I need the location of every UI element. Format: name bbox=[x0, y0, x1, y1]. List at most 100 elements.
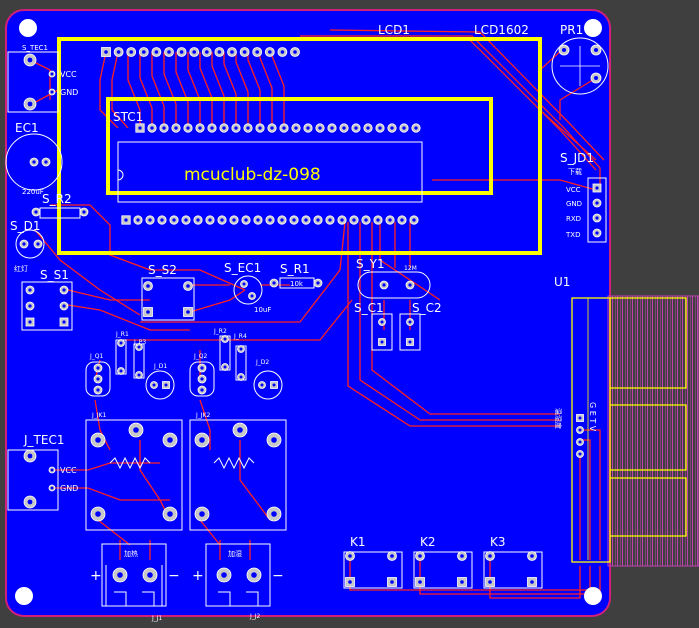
s-jd1-pad-drill bbox=[595, 231, 599, 235]
s-s1-pad-drill bbox=[62, 288, 66, 292]
k1-pad-drill bbox=[390, 580, 394, 584]
s-c2-pad-drill bbox=[408, 320, 412, 324]
lcd1-pad-drill bbox=[116, 50, 121, 54]
j-jk1-pad-drill bbox=[133, 427, 139, 433]
label-s-tec1-vcc: VCC bbox=[60, 70, 77, 79]
stc1-pad-drill bbox=[174, 126, 178, 130]
label-ec1-value: 220uF bbox=[22, 188, 44, 196]
s-jd1-body bbox=[587, 177, 607, 243]
s-jd1-pad-drill bbox=[595, 201, 599, 205]
label-j-j2: J_J2 bbox=[249, 613, 261, 620]
stc1-pad-drill bbox=[222, 126, 226, 130]
label-u1: U1 bbox=[554, 275, 570, 289]
lcd1-pad-drill bbox=[129, 50, 133, 54]
lcd-window-outline bbox=[106, 97, 493, 195]
label-lcd1: LCD1 bbox=[378, 23, 410, 37]
stc1-pad-drill bbox=[162, 126, 166, 130]
u1-body bbox=[571, 297, 611, 563]
ec1-body bbox=[5, 133, 63, 191]
stc1-pad-drill bbox=[366, 126, 370, 130]
pr1-pad-drill bbox=[594, 48, 598, 52]
label-u1-sub: 温湿度 bbox=[554, 408, 563, 429]
s-ec1-pad-drill bbox=[242, 282, 246, 286]
stc1-pad-drill bbox=[294, 126, 298, 130]
s-r2-pad-drill bbox=[34, 210, 38, 214]
k1-pad-drill bbox=[390, 554, 394, 558]
mount-hole bbox=[584, 587, 602, 605]
label-j-q2: J_Q2 bbox=[193, 353, 207, 360]
label-s-d1: S_D1 bbox=[10, 219, 41, 233]
j-jk2-pad-drill bbox=[271, 511, 277, 517]
j-d1-pad-drill bbox=[152, 383, 156, 387]
s-d1-pad-drill bbox=[22, 242, 26, 246]
s-c1-pad-drill bbox=[380, 320, 384, 324]
stc1-pad-drill bbox=[282, 126, 286, 130]
stc1-pad-drill bbox=[316, 218, 320, 222]
k3-pad-drill bbox=[530, 554, 534, 558]
k2-pad-drill bbox=[418, 554, 422, 558]
label-j-j2-plus: + bbox=[192, 568, 204, 584]
label-s-c1: S_C1 bbox=[354, 301, 384, 315]
label-s-tec1-gnd: GND bbox=[60, 88, 78, 97]
j-j1-body bbox=[101, 543, 167, 607]
label-s-r1-value: 10k bbox=[290, 280, 304, 288]
stc1-pad-drill bbox=[138, 126, 142, 130]
stc1-pad-drill bbox=[414, 126, 418, 130]
stc1-pad-drill bbox=[234, 126, 238, 130]
lcd1-pad-drill bbox=[192, 50, 196, 54]
stc1-pad-drill bbox=[136, 218, 140, 222]
label-s-jd1-title: 下载 bbox=[568, 167, 582, 176]
j-jk1-body bbox=[85, 419, 183, 531]
lcd1-pad-drill bbox=[255, 50, 259, 54]
stc1-pad-drill bbox=[270, 126, 274, 130]
s-d1-pad-drill bbox=[36, 242, 40, 246]
lcd1602-outline bbox=[57, 37, 542, 255]
k2-pad-drill bbox=[418, 580, 422, 584]
s-c1-pad-drill bbox=[380, 340, 384, 344]
label-j-j1: J_J1 bbox=[151, 615, 163, 622]
ec1-pad-drill bbox=[32, 160, 36, 164]
stc1-pad-drill bbox=[210, 126, 214, 130]
mount-hole bbox=[15, 587, 33, 605]
j-q1-pad-drill bbox=[96, 388, 100, 392]
ec1-pad-drill bbox=[44, 160, 48, 164]
k2-pad-drill bbox=[460, 580, 464, 584]
s-s2-pad-drill bbox=[186, 284, 190, 288]
u1-pad-drill bbox=[578, 416, 582, 420]
label-stc1: STC1 bbox=[113, 110, 143, 124]
j-p3-pad-drill bbox=[137, 373, 141, 377]
j-d1-pad-drill bbox=[164, 383, 168, 387]
pad-layer bbox=[19, 44, 602, 587]
k3-pad-drill bbox=[530, 580, 534, 584]
j-jk1-pad-drill bbox=[95, 511, 101, 517]
label-j-j2-minus: − bbox=[272, 568, 284, 584]
stc1-pad-drill bbox=[172, 218, 176, 222]
s-s1-pad-drill bbox=[28, 320, 32, 324]
k3-pad-drill bbox=[488, 554, 492, 558]
stc1-pad-drill bbox=[246, 126, 250, 130]
lcd1-pad-drill bbox=[242, 50, 247, 54]
label-s-jd1-gnd: GND bbox=[566, 200, 582, 208]
label-s-tec1: S_TEC1 bbox=[22, 44, 48, 52]
j-d1-body bbox=[145, 370, 175, 400]
stc1-pad-drill bbox=[376, 218, 380, 222]
j-j2-pad-drill bbox=[221, 572, 227, 578]
j-d2-pad-drill bbox=[272, 383, 276, 387]
j-jk1-pad-drill bbox=[167, 511, 173, 517]
stc1-pad-drill bbox=[304, 218, 308, 222]
s-tec1-pad-drill bbox=[50, 72, 54, 76]
stc1-pad-drill bbox=[148, 218, 152, 222]
j-j1-pad-drill bbox=[147, 572, 153, 578]
s-y1-body bbox=[357, 271, 431, 299]
s-r2-pad-drill bbox=[82, 210, 86, 214]
u1-contour bbox=[610, 297, 687, 537]
label-j-r2: J_R2 bbox=[213, 328, 227, 335]
lcd1-pad-drill bbox=[268, 50, 272, 54]
stc1-pad-drill bbox=[318, 126, 322, 130]
s-tec1-pad-drill bbox=[27, 101, 33, 107]
s-tec1-pad-drill bbox=[27, 57, 33, 63]
s-d1-body bbox=[15, 229, 45, 259]
lcd1-pad-drill bbox=[104, 50, 108, 54]
label-j-tec1-vcc: VCC bbox=[60, 466, 77, 475]
j-r4-pad-drill bbox=[239, 347, 243, 351]
